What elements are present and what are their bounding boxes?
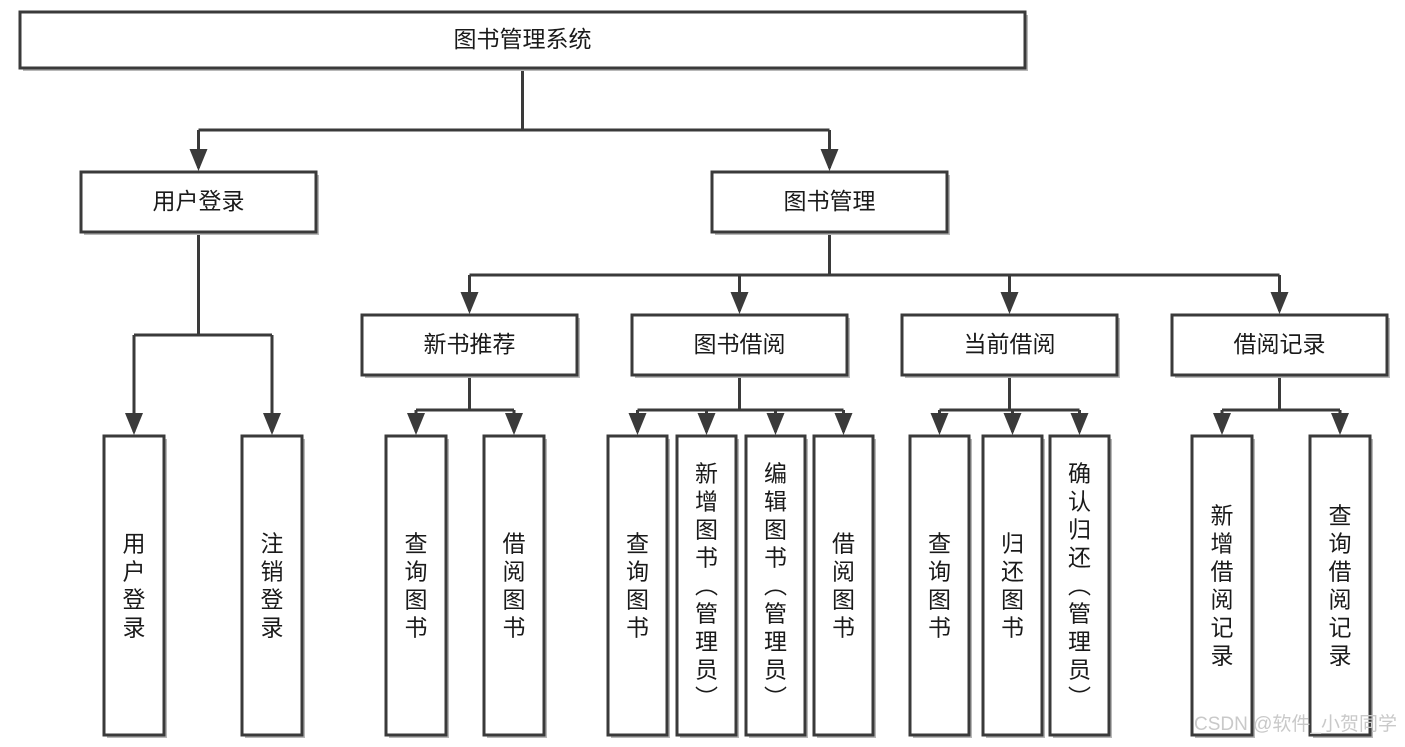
node-label-nb-borrow-book: 借阅图书	[503, 531, 526, 641]
node-br-query-record[interactable]: 查询借阅记录	[1308, 434, 1373, 738]
node-bb-edit-book[interactable]: 编辑图书︵管理员︶	[744, 434, 808, 738]
node-label-user-logout: 注销登录	[261, 531, 284, 641]
node-box-borrow-record[interactable]	[1170, 313, 1389, 377]
node-cb-query-book[interactable]: 查询图书	[908, 434, 972, 738]
node-label-br-query-record: 查询借阅记录	[1329, 503, 1352, 669]
node-label-bb-query-book: 查询图书	[626, 531, 649, 641]
node-box-nb-query-book[interactable]	[384, 434, 448, 737]
node-new-book-recommend[interactable]: 新书推荐	[360, 313, 580, 378]
node-box-root[interactable]	[18, 10, 1027, 70]
arrow-head-icon-cb-confirm-return	[1070, 413, 1089, 435]
connector-layer	[125, 68, 1349, 435]
arrow-head-icon-bb-query-book	[628, 413, 647, 435]
node-br-add-record[interactable]: 新增借阅记录	[1190, 434, 1255, 738]
arrow-head-icon-new-book-recommend	[460, 292, 479, 314]
arrow-head-icon-borrow-record	[1270, 292, 1289, 314]
node-book-borrow[interactable]: 图书借阅	[630, 313, 850, 378]
node-label-book-management: 图书管理	[784, 188, 876, 214]
arrow-head-icon-user-login-do	[125, 413, 143, 435]
node-box-cb-return-book[interactable]	[981, 434, 1044, 737]
node-layer: 图书管理系统用户登录图书管理新书推荐图书借阅当前借阅借阅记录用户登录注销登录查询…	[18, 10, 1390, 738]
node-label-book-borrow: 图书借阅	[694, 331, 786, 357]
node-box-user-login[interactable]	[79, 170, 318, 234]
node-box-bb-add-book[interactable]	[675, 434, 738, 737]
node-label-user-login-do: 用户登录	[123, 531, 146, 641]
node-box-bb-query-book[interactable]	[606, 434, 669, 737]
node-label-cb-return-book: 归还图书	[1001, 531, 1024, 641]
node-nb-query-book[interactable]: 查询图书	[384, 434, 449, 738]
node-label-bb-edit-book: 编辑图书︵管理员︶	[764, 461, 787, 711]
arrow-head-icon-nb-query-book	[407, 413, 425, 435]
node-nb-borrow-book[interactable]: 借阅图书	[482, 434, 547, 738]
node-label-borrow-record: 借阅记录	[1234, 331, 1326, 357]
arrow-head-icon-user-logout	[263, 413, 281, 435]
node-label-nb-query-book: 查询图书	[405, 531, 428, 641]
node-root[interactable]: 图书管理系统	[18, 10, 1028, 71]
node-label-bb-add-book: 新增图书︵管理员︶	[695, 461, 718, 711]
arrow-head-icon-current-borrow	[1000, 292, 1019, 314]
node-label-br-add-record: 新增借阅记录	[1211, 503, 1234, 669]
csdn-watermark: CSDN @软件_小贺同学	[1194, 713, 1397, 735]
node-box-br-add-record[interactable]	[1190, 434, 1254, 737]
node-label-bb-borrow-book: 借阅图书	[832, 531, 855, 641]
node-bb-borrow-book[interactable]: 借阅图书	[812, 434, 876, 738]
node-user-logout[interactable]: 注销登录	[240, 434, 305, 738]
node-box-bb-edit-book[interactable]	[744, 434, 807, 737]
node-box-user-login-do[interactable]	[102, 434, 166, 737]
node-bb-add-book[interactable]: 新增图书︵管理员︶	[675, 434, 739, 738]
node-box-cb-query-book[interactable]	[908, 434, 971, 737]
node-box-br-query-record[interactable]	[1308, 434, 1372, 737]
node-label-cb-confirm-return: 确认归还︵管理员︶	[1068, 461, 1091, 711]
node-label-root: 图书管理系统	[454, 26, 592, 52]
arrow-head-icon-br-query-record	[1331, 413, 1349, 435]
node-box-current-borrow[interactable]	[900, 313, 1119, 377]
arrow-head-icon-book-borrow	[730, 292, 749, 314]
node-box-bb-borrow-book[interactable]	[812, 434, 875, 737]
node-label-current-borrow: 当前借阅	[964, 331, 1056, 357]
node-user-login[interactable]: 用户登录	[79, 170, 319, 235]
node-bb-query-book[interactable]: 查询图书	[606, 434, 670, 738]
node-user-login-do[interactable]: 用户登录	[102, 434, 167, 738]
node-cb-confirm-return[interactable]: 确认归还︵管理员︶	[1048, 434, 1112, 738]
node-box-new-book-recommend[interactable]	[360, 313, 579, 377]
node-box-book-borrow[interactable]	[630, 313, 849, 377]
arrow-head-icon-cb-query-book	[930, 413, 949, 435]
node-box-nb-borrow-book[interactable]	[482, 434, 546, 737]
node-box-book-management[interactable]	[710, 170, 949, 234]
node-borrow-record[interactable]: 借阅记录	[1170, 313, 1390, 378]
arrow-head-icon-cb-return-book	[1003, 413, 1022, 435]
node-current-borrow[interactable]: 当前借阅	[900, 313, 1120, 378]
arrow-head-icon-book-management	[820, 149, 839, 171]
node-book-management[interactable]: 图书管理	[710, 170, 950, 235]
arrow-head-icon-nb-borrow-book	[505, 413, 523, 435]
arrow-head-icon-user-login	[189, 149, 208, 171]
node-box-cb-confirm-return[interactable]	[1048, 434, 1111, 737]
node-cb-return-book[interactable]: 归还图书	[981, 434, 1045, 738]
arrow-head-icon-bb-borrow-book	[834, 413, 853, 435]
node-label-cb-query-book: 查询图书	[928, 531, 951, 641]
node-label-new-book-recommend: 新书推荐	[424, 331, 516, 357]
arrow-head-icon-bb-add-book	[697, 413, 716, 435]
node-label-user-login: 用户登录	[153, 188, 245, 214]
arrow-head-icon-bb-edit-book	[766, 413, 785, 435]
node-box-user-logout[interactable]	[240, 434, 304, 737]
arrow-head-icon-br-add-record	[1213, 413, 1231, 435]
